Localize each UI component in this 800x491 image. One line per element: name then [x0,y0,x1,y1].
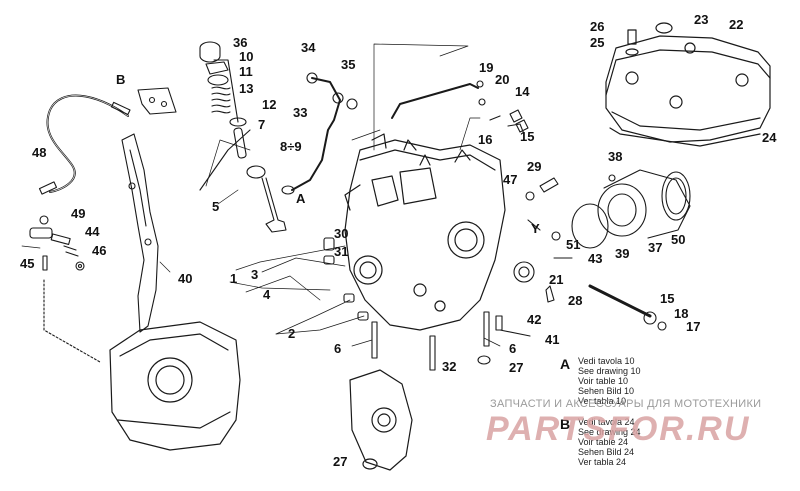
watermark-logo: PARTSFOR.RU [486,410,751,448]
bracket-b [137,87,177,115]
cable-assembly [38,94,131,195]
callout-14: 14 [515,84,530,99]
callout-24: 24 [762,130,777,145]
callout-27-bottom: 27 [333,454,348,469]
callout-21: 21 [549,272,564,287]
callout-33: 33 [293,105,308,120]
callout-1: 1 [230,271,238,286]
callout-A-marker: A [296,191,306,206]
callout-36: 36 [233,35,248,50]
callout-25: 26 [590,19,605,34]
callout-47: 47 [503,172,518,187]
callout-38: 38 [608,149,623,164]
callout-13: 13 [239,81,254,96]
ref-a-line-1: Vedi tavola 10 [578,356,635,366]
callout-51: 51 [566,237,581,252]
callout-16: 16 [478,132,493,147]
callout-17: 17 [686,319,701,334]
callout-10: 10 [239,49,254,64]
callout-18: 18 [674,306,689,321]
callout-35: 35 [341,57,356,72]
callout-29: 29 [527,159,542,174]
callout-44: 44 [85,224,100,239]
callout-46: 46 [92,243,107,258]
callout-32: 32 [442,359,457,374]
cylinder-head [344,133,506,331]
callout-6-left: 6 [334,341,342,356]
callout-45: 45 [20,256,35,271]
callout-6-right: 6 [509,341,517,356]
callout-40: 40 [178,271,193,286]
valve-cover [605,22,771,147]
callout-37: 37 [648,240,663,255]
callout-26: 25 [590,35,605,50]
ref-a-line-5: Ver tabla 10 [578,395,627,406]
ref-block-a: Vedi tavola 10 See drawing 10 Voir table… [578,356,641,406]
callout-19: 19 [479,60,494,75]
cylinder-block [109,321,241,451]
callout-28: 28 [568,293,583,308]
callout-3: 3 [251,267,259,282]
callout-2: 2 [288,326,296,341]
ref-b-line-4: Sehen Bild 24 [578,446,635,457]
callout-49: 49 [71,206,86,221]
ref-a-line-3: Voir table 10 [578,375,629,386]
ref-block-b: Vedi tavola 24 See drawing 24 Voir table… [578,417,641,467]
callout-50: 50 [671,232,686,247]
oil-pipe [281,72,358,195]
lower-side-cover [349,369,413,471]
callout-22: 22 [729,17,744,32]
camshaft-parts [499,177,667,337]
callout-30: 30 [334,226,349,241]
callout-5: 5 [212,199,220,214]
intake-manifold [571,169,691,249]
watermark-tagline: ЗАПЧАСТИ И АКСЕССУАРЫ ДЛЯ МОТОТЕХНИКИ [490,398,762,410]
callout-27-right: 27 [509,360,524,375]
ref-b-line-5: Ver tabla 24 [578,456,627,467]
callout-15: 15 [660,291,675,306]
callout-15-top: 15 [520,129,535,144]
callout-39: 39 [615,246,630,261]
callout-8to9: 8÷9 [280,139,302,154]
callout-4: 4 [263,287,271,302]
callout-48: 48 [32,145,47,160]
callout-41: 41 [545,332,560,347]
valve-stack [199,41,287,233]
callout-12: 12 [262,97,277,112]
ref-b-line-3: Voir table 24 [578,436,629,447]
ref-b-line-2: See drawing 24 [578,426,641,437]
leader-lines [21,43,501,347]
callout-42: 42 [527,312,542,327]
callout-B-marker: B [116,72,126,87]
ref-a-line-4: Sehen Bild 10 [578,385,635,396]
callout-20: 20 [495,72,510,87]
ref-a-line-2: See drawing 10 [578,365,641,376]
callout-43: 43 [588,251,603,266]
chain-tensioner-guide [121,133,159,333]
tensioner-small-parts [29,215,101,363]
callout-23: 23 [694,12,709,27]
callout-11: 11 [239,64,253,79]
ref-letter-a: A [560,356,571,372]
ref-letter-b: B [560,416,571,432]
callout-31: 31 [334,244,349,259]
ref-b-line-1: Vedi tavola 24 [578,417,635,427]
callout-34: 34 [301,40,316,55]
callout-Y-marker: Y [531,221,540,236]
breather-pipe [391,80,529,135]
callout-7: 7 [258,117,266,132]
